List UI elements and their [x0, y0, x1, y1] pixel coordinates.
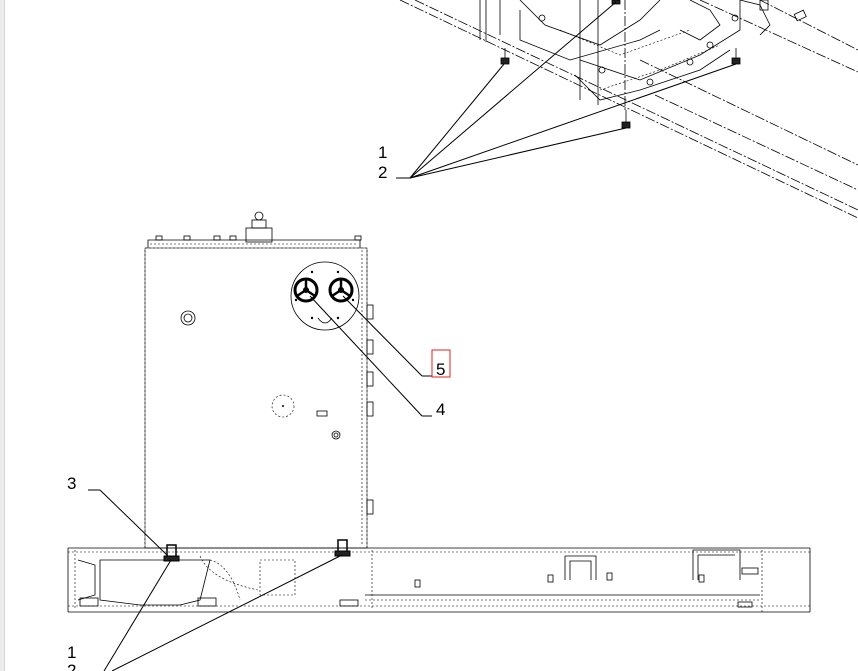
callout-leaders-top — [396, 1, 737, 179]
leader-callout-5 — [342, 295, 423, 377]
callout-5-highlight-box — [431, 349, 451, 378]
top-knob — [245, 211, 273, 243]
callout-label-2-top: 2 — [378, 163, 387, 182]
valve-disc-panel — [290, 261, 360, 331]
callout-label-1-bottom: 1 — [67, 643, 76, 662]
callout-label-4: 4 — [436, 400, 445, 419]
rail-nut — [547, 574, 554, 583]
cabinet-mounting-bolt — [334, 539, 351, 557]
base-rail — [67, 539, 811, 613]
callout-leaders-bottom — [103, 554, 343, 671]
top-frame-assembly — [399, 0, 858, 219]
callout-label-3: 3 — [67, 474, 76, 493]
handwheel-right — [328, 277, 354, 303]
callout-label-1-top: 1 — [378, 143, 387, 162]
callout-label-5: 5 — [436, 360, 445, 379]
rail-nut — [698, 574, 705, 583]
cabinet-mounting-bolt — [163, 544, 180, 562]
mounting-bolt — [621, 110, 631, 129]
viewer-left-rail — [0, 0, 5, 671]
leader-callout-3 — [99, 489, 169, 557]
handwheel-left — [293, 277, 319, 303]
rail-nut — [606, 572, 613, 581]
leader-callout-4 — [309, 295, 423, 417]
control-cabinet — [144, 211, 374, 549]
mounting-bolt — [731, 48, 741, 65]
rail-nut — [414, 579, 421, 588]
callout-label-2-bottom: 2 — [67, 661, 76, 671]
mounting-bolt — [500, 48, 510, 65]
